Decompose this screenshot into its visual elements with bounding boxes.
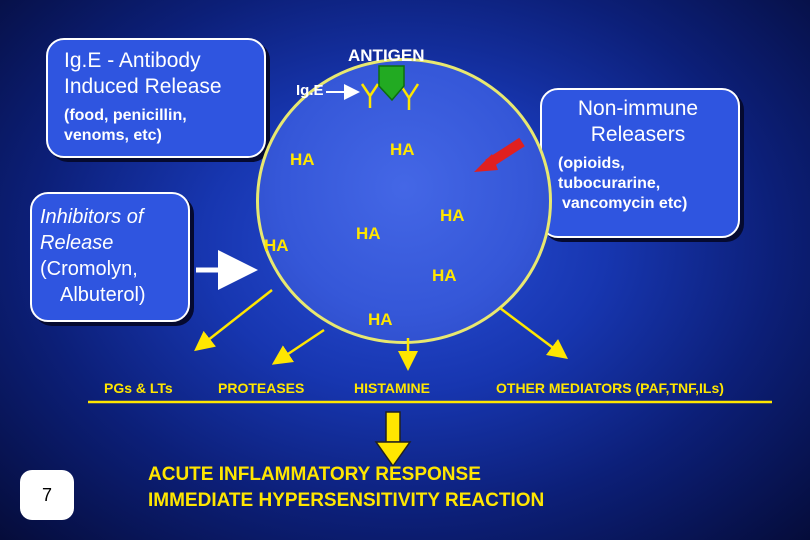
inhibitors-line1: Inhibitors of [40, 206, 144, 228]
ige-box-sub-line2: venoms, etc) [64, 127, 162, 144]
ige-box-sub-line1: (food, penicillin, [64, 107, 187, 124]
ha-granule: HA [264, 236, 289, 255]
page-number-badge: 7 [20, 470, 74, 520]
ha-granule: HA [390, 140, 415, 159]
page-number: 7 [41, 484, 52, 505]
response-line1: ACUTE INFLAMMATORY RESPONSE [148, 464, 481, 485]
nonimmune-red-arrowhead [474, 154, 498, 172]
ige-box-title-line2: Induced Release [64, 75, 222, 98]
response-line2: IMMEDIATE HYPERSENSITIVITY REACTION [148, 490, 545, 511]
mediator-other-label: OTHER MEDIATORS (PAF,TNF,ILs) [496, 380, 724, 396]
ige-receptor-left-icon [360, 83, 380, 108]
ha-granule: HA [356, 224, 381, 243]
nonimmune-sub-line1: (opioids, [558, 155, 625, 172]
ige-receptor-right-icon [398, 83, 420, 110]
ige-label: Ig.E [296, 82, 324, 99]
ige-box-title-line1: Ig.E - Antibody [64, 49, 201, 72]
ha-granule: HA [440, 206, 465, 225]
nonimmune-title-line1: Non-immune [577, 97, 699, 120]
nonimmune-sub-line3: vancomycin etc) [562, 195, 688, 212]
inhibitors-box: Inhibitors of Release (Cromolyn, Albuter… [30, 192, 190, 322]
antigen-label: ANTIGEN [348, 46, 425, 65]
nonimmune-sub-line2: tubocurarine, [558, 175, 661, 192]
mediator-histamine-label: HISTAMINE [354, 380, 430, 396]
inhibitors-line3: (Cromolyn, [40, 258, 138, 280]
pgs-release-arrow [194, 289, 273, 352]
response-arrow-shaft [385, 411, 401, 443]
nonimmune-box: Non-immune Releasers (opioids, tubocurar… [540, 88, 740, 238]
mediator-pgs-label: PGs & LTs [104, 380, 173, 396]
mast-cell [256, 58, 552, 344]
proteases-release-arrow [271, 328, 325, 365]
ige-release-box: Ig.E - Antibody Induced Release (food, p… [46, 38, 266, 158]
mediator-proteases-label: PROTEASES [218, 380, 305, 396]
response-text: ACUTE INFLAMMATORY RESPONSE IMMEDIATE HY… [148, 462, 544, 514]
inhibitors-line2: Release [40, 232, 114, 254]
inhibitors-line4: Albuterol) [60, 284, 146, 306]
other-release-arrow [499, 307, 568, 359]
antigen-arrow-icon [378, 65, 405, 102]
nonimmune-title-line2: Releasers [590, 123, 686, 146]
response-arrow-head [374, 441, 412, 468]
ha-granule: HA [290, 150, 315, 169]
ha-granule: HA [368, 310, 393, 329]
ha-granule: HA [432, 266, 457, 285]
